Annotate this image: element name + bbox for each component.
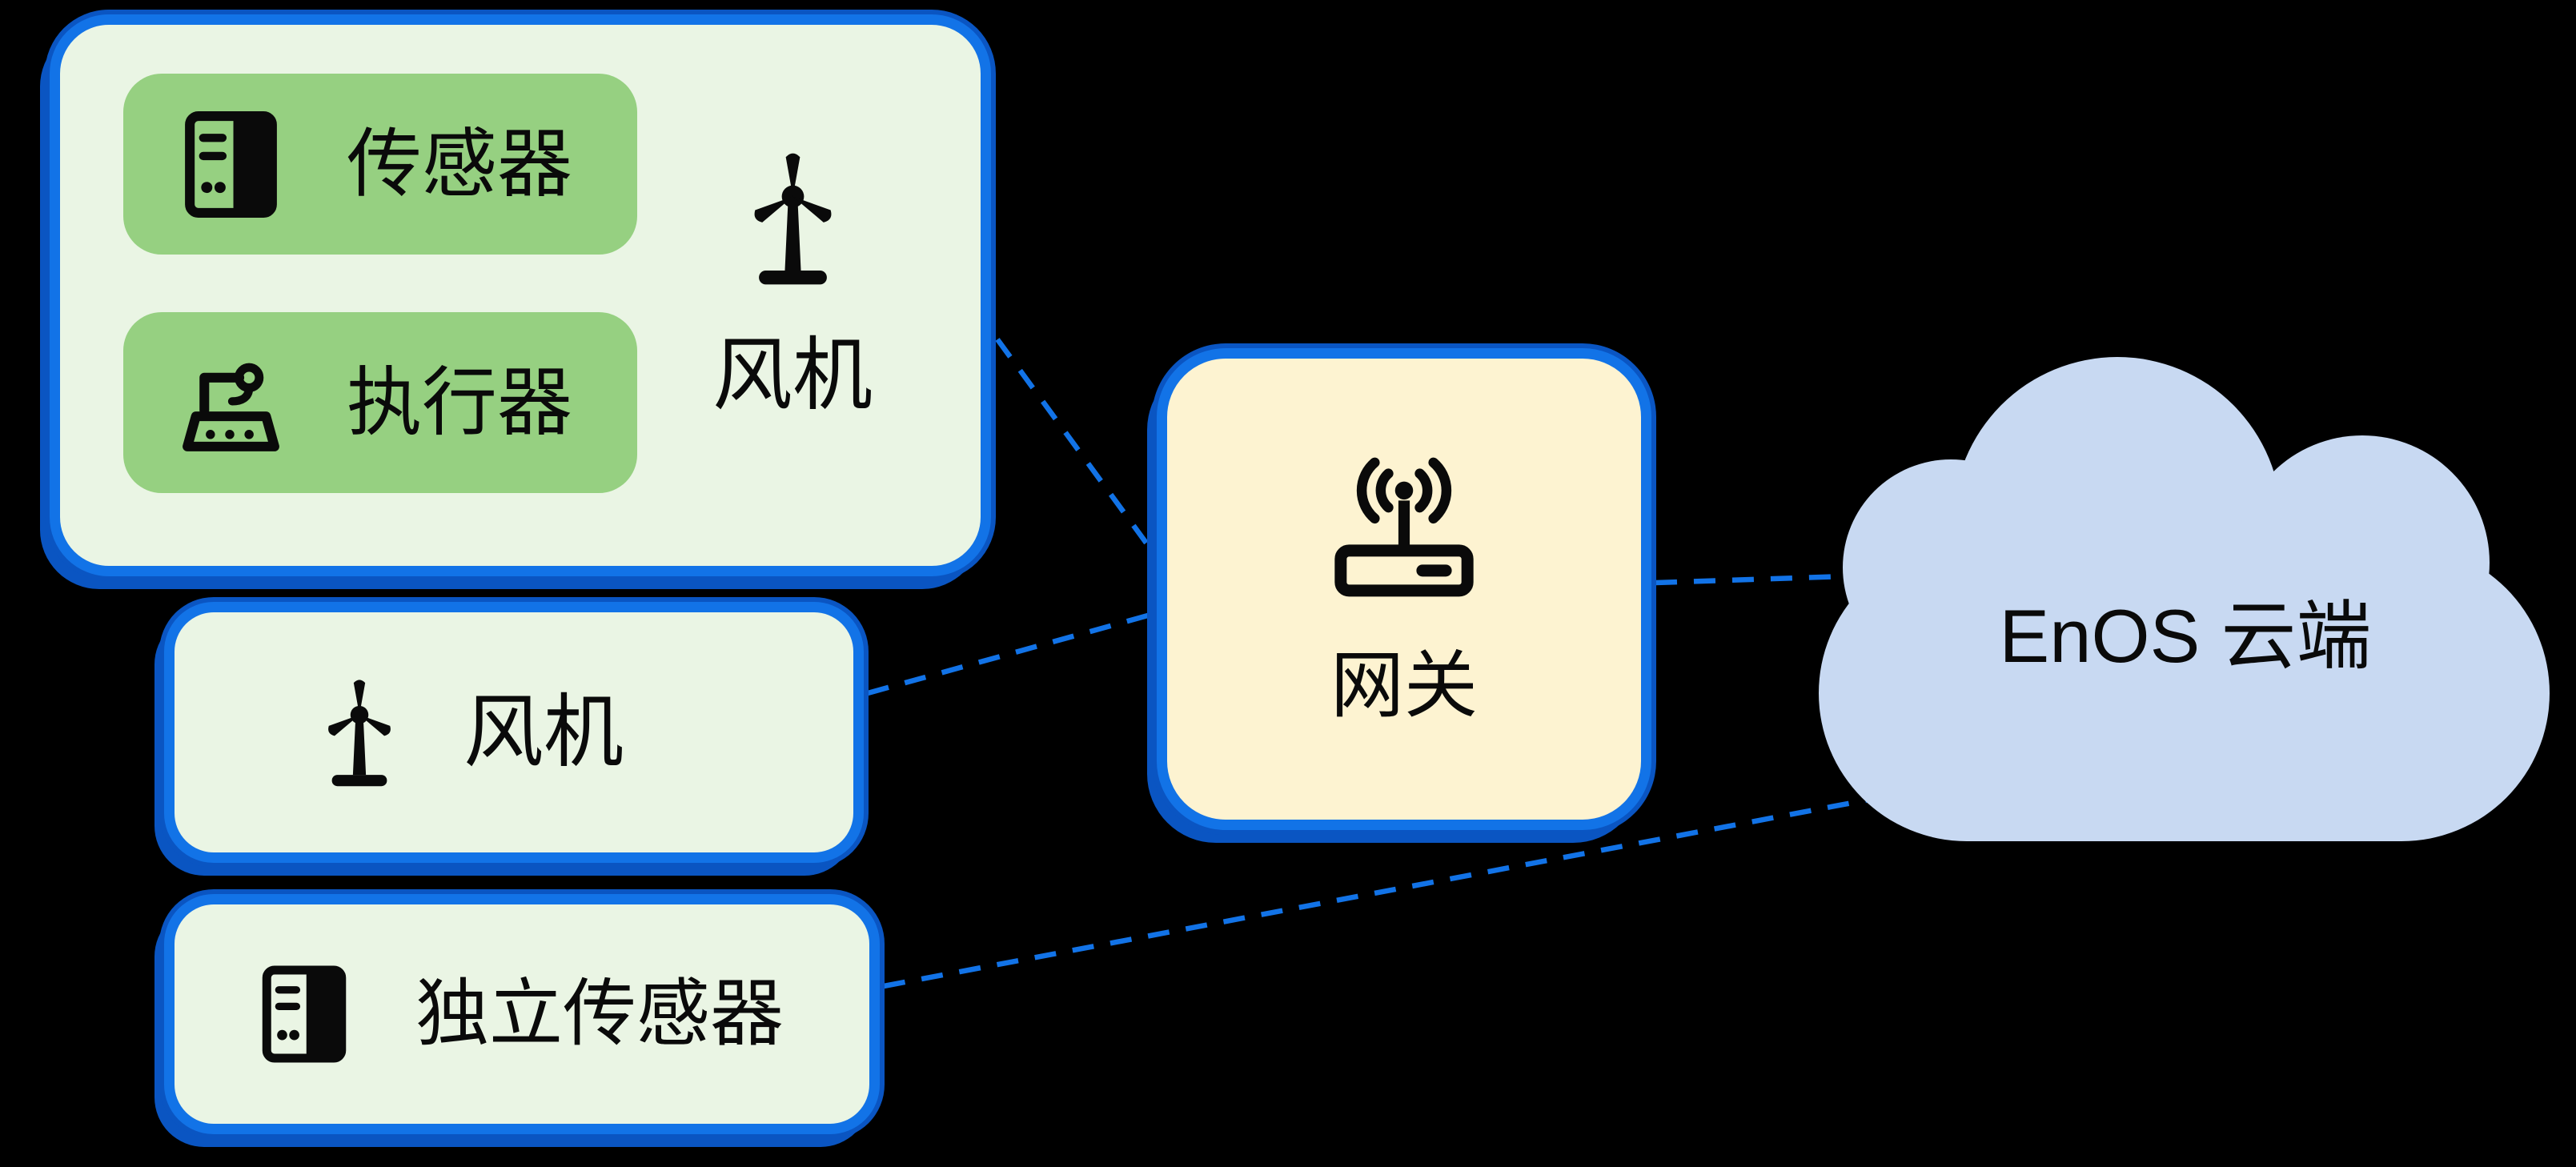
node-gateway-label: 网关: [1330, 644, 1478, 727]
turbine-figure: 风机: [640, 144, 945, 418]
node-turbine: 风机: [164, 602, 864, 863]
router-icon: [1319, 454, 1489, 614]
cloud-shape: [1843, 459, 2059, 676]
edge-turbine-to-gateway: [867, 608, 1163, 696]
edge-turbine-group-to-gateway: [995, 338, 1170, 573]
node-standalone-sensor: 独立传感器: [164, 894, 880, 1134]
node-standalone-sensor-label: 独立传感器: [415, 972, 784, 1055]
actuator-icon: [173, 345, 289, 461]
node-cloud-label: EnOS 云端: [1999, 594, 2372, 678]
edge-gateway-to-cloud: [1655, 573, 1845, 586]
sensor-icon: [251, 961, 357, 1067]
node-turbine-group-label: 风机: [712, 331, 873, 420]
sensor-icon: [173, 106, 289, 223]
chip-actuator: 执行器: [123, 312, 637, 493]
node-cloud: EnOS 云端: [1819, 357, 2552, 847]
node-turbine-label: 风机: [463, 687, 624, 777]
chip-actuator-label: 执行器: [347, 359, 573, 444]
chip-sensor-label: 传感器: [347, 121, 573, 206]
wind-turbine-icon: [299, 672, 419, 792]
chip-sensor: 传感器: [123, 74, 637, 255]
node-turbine-group: 传感器 执行器 风机: [50, 14, 991, 576]
wind-turbine-icon: [719, 144, 867, 292]
node-gateway: 网关: [1157, 348, 1651, 830]
cloud-shape: [2235, 435, 2490, 690]
